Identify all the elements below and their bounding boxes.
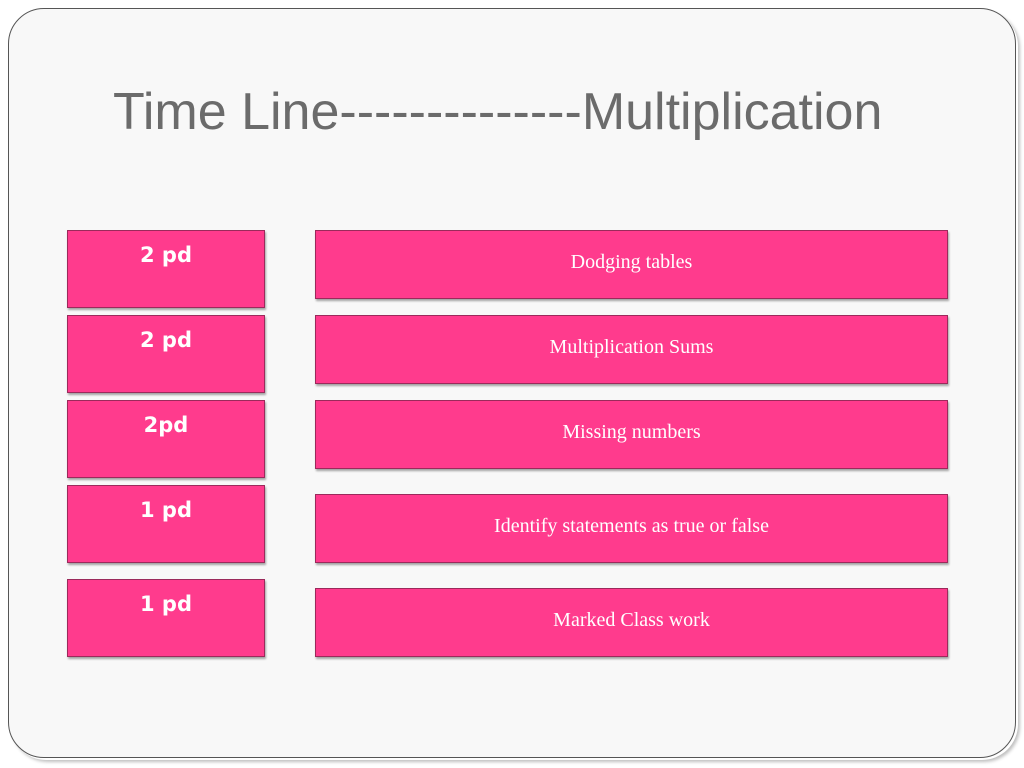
activity-box: Dodging tables <box>315 230 948 299</box>
duration-box: 2pd <box>67 400 265 478</box>
activity-box: Multiplication Sums <box>315 315 948 384</box>
duration-label: 2pd <box>143 413 189 437</box>
duration-label: 2 pd <box>140 328 192 352</box>
duration-box: 2 pd <box>67 315 265 393</box>
activity-label: Multiplication Sums <box>549 336 714 358</box>
slide-title: Time Line--------------Multiplication <box>113 83 883 141</box>
activity-label: Missing numbers <box>562 421 701 443</box>
activity-box: Marked Class work <box>315 588 948 657</box>
duration-box: 2 pd <box>67 230 265 308</box>
activity-label: Marked Class work <box>553 609 710 631</box>
activity-label: Identify statements as true or false <box>494 515 769 537</box>
activity-box: Identify statements as true or false <box>315 494 948 563</box>
duration-label: 2 pd <box>140 243 192 267</box>
duration-box: 1 pd <box>67 485 265 563</box>
duration-box: 1 pd <box>67 579 265 657</box>
duration-label: 1 pd <box>140 592 192 616</box>
activity-label: Dodging tables <box>570 251 693 273</box>
activity-box: Missing numbers <box>315 400 948 469</box>
duration-label: 1 pd <box>140 498 192 522</box>
